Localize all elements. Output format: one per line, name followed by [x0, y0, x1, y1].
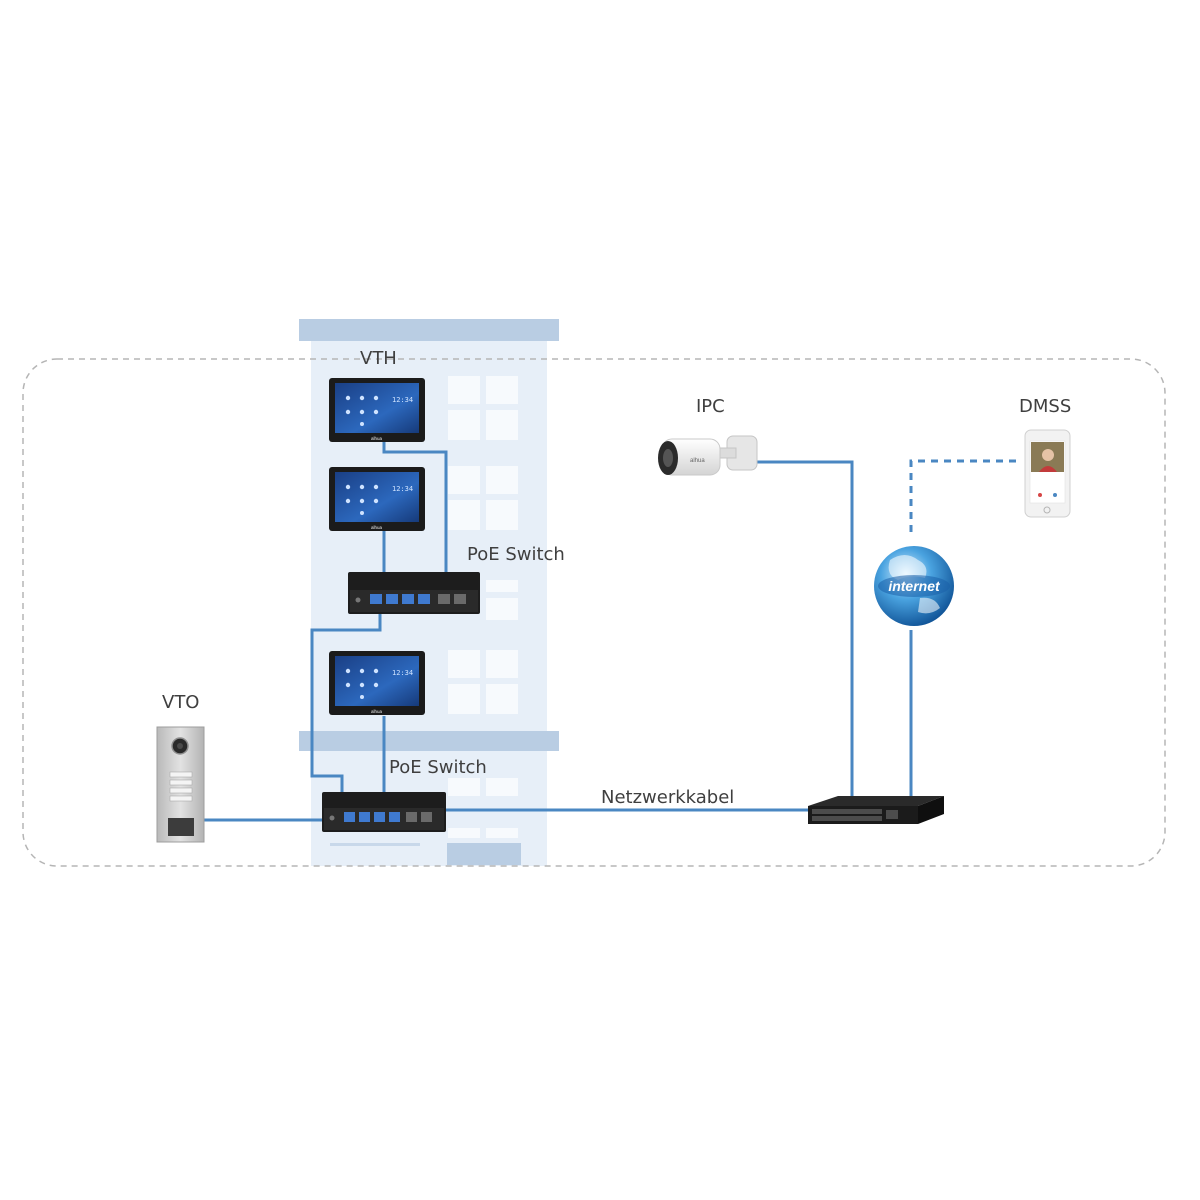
- label-vth: VTH: [360, 348, 397, 369]
- power-led: [329, 815, 335, 821]
- label-poe-switch-top: PoE Switch: [467, 544, 565, 565]
- building-windows: [448, 376, 518, 838]
- poe-switch-uplink-ports: [438, 594, 466, 604]
- vth-brand-logo: alhua: [371, 709, 383, 714]
- window: [448, 466, 480, 494]
- window: [486, 684, 518, 714]
- cable-vth1-to-poe-switch-top: [382, 441, 448, 590]
- building-ledge: [330, 843, 420, 846]
- cable-ipc-to-core-switch: [754, 460, 854, 796]
- network-cables: [204, 441, 1022, 822]
- switch-top-face: [808, 796, 944, 806]
- phone-video-person-body: [1039, 466, 1057, 472]
- phone-call-button: [1038, 493, 1042, 497]
- vth-monitor[interactable]: 12:34 alhua: [329, 378, 425, 442]
- window: [486, 828, 518, 838]
- window: [486, 580, 518, 592]
- window: [448, 410, 480, 440]
- switch-front-face: [808, 806, 918, 824]
- power-led: [355, 597, 361, 603]
- vto-call-buttons: [169, 771, 193, 802]
- vth-screen: [335, 383, 419, 433]
- label-ipc: IPC: [696, 396, 725, 417]
- vth-app-icons: [345, 668, 379, 699]
- vth-monitor[interactable]: 12:34 alhua: [329, 467, 425, 531]
- camera-lens-glass: [663, 449, 673, 467]
- vth-clock: 12:34: [392, 396, 413, 404]
- ipc-bullet-camera[interactable]: alhua: [658, 435, 758, 476]
- building-roof-band: [299, 319, 559, 341]
- internet-label: internet: [888, 578, 941, 594]
- vth-brand-logo: alhua: [371, 436, 383, 441]
- camera-brand-logo: alhua: [690, 458, 705, 464]
- window: [448, 650, 480, 678]
- switch-side-face: [918, 796, 944, 824]
- globe-continent: [888, 555, 927, 580]
- dmss-smartphone[interactable]: [1024, 429, 1071, 518]
- poe-switch-top[interactable]: [348, 572, 480, 614]
- vto-card-reader: [168, 818, 194, 836]
- vth-screen: [335, 656, 419, 706]
- vto-door-station[interactable]: [156, 726, 205, 843]
- building-middle-band: [299, 731, 559, 751]
- globe-continent: [918, 597, 940, 614]
- window: [486, 778, 518, 796]
- core-network-switch[interactable]: [808, 796, 944, 824]
- poe-switch-uplink-ports: [406, 812, 432, 822]
- vth-app-icons: [345, 484, 379, 515]
- window: [448, 828, 480, 838]
- vth-monitor[interactable]: 12:34 alhua: [329, 651, 425, 715]
- label-dmss: DMSS: [1019, 396, 1071, 417]
- vth-clock: 12:34: [392, 669, 413, 677]
- window: [486, 376, 518, 404]
- window: [486, 410, 518, 440]
- window: [486, 598, 518, 620]
- vth-clock: 12:34: [392, 485, 413, 493]
- label-network-cable: Netzwerkkabel: [601, 787, 734, 808]
- phone-home-button: [1043, 506, 1051, 514]
- vth-app-icons: [345, 395, 379, 426]
- building-base-block: [447, 843, 521, 865]
- vth-screen: [335, 472, 419, 522]
- label-vto: VTO: [162, 692, 199, 713]
- window: [448, 376, 480, 404]
- label-poe-switch-bottom: PoE Switch: [389, 757, 487, 778]
- window: [448, 500, 480, 530]
- globe-label-band: [878, 575, 950, 597]
- poe-switch-ports: [370, 594, 430, 604]
- window: [448, 684, 480, 714]
- window: [486, 466, 518, 494]
- vth-brand-logo: alhua: [371, 525, 383, 530]
- switch-ports: [812, 809, 898, 821]
- wireless-link-internet-to-dmss: [909, 459, 1022, 532]
- phone-unlock-button: [1053, 493, 1057, 497]
- window: [448, 778, 480, 796]
- vto-camera-lens-inner: [177, 743, 183, 749]
- phone-video-person: [1042, 449, 1054, 461]
- window: [486, 650, 518, 678]
- internet-globe[interactable]: internet: [874, 546, 954, 626]
- poe-switch-ports: [344, 812, 400, 822]
- cable-poe-switch-top-to-poe-switch-bottom: [310, 614, 382, 812]
- poe-switch-bottom[interactable]: [322, 792, 446, 832]
- installation-zone-boundary: [22, 358, 1166, 867]
- window: [486, 500, 518, 530]
